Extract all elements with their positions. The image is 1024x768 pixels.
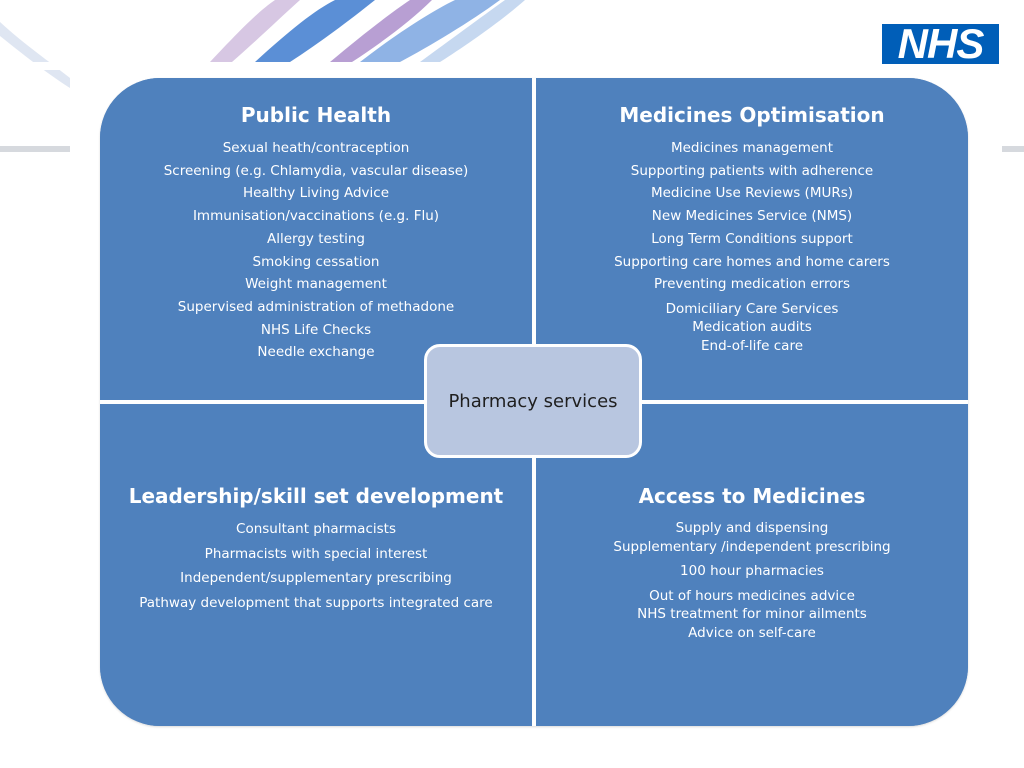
list-item: Domiciliary Care Services xyxy=(665,300,839,317)
list-item: End-of-life care xyxy=(700,337,804,354)
list-item: Screening (e.g. Chlamydia, vascular dise… xyxy=(163,162,469,179)
list-item: Supply and dispensing xyxy=(675,520,829,536)
list-item: Allergy testing xyxy=(266,230,365,247)
list-item: Immunisation/vaccinations (e.g. Flu) xyxy=(192,208,440,225)
list-item: Preventing medication errors xyxy=(653,276,851,293)
center-node-pharmacy-services: Pharmacy services xyxy=(424,344,642,458)
list-item: Needle exchange xyxy=(257,344,375,361)
list-item: New Medicines Service (NMS) xyxy=(651,208,853,225)
list-item: NHS Life Checks xyxy=(260,321,372,338)
quadrant-title: Medicines Optimisation xyxy=(619,103,885,127)
quadrant-list: Consultant pharmacists Pharmacists with … xyxy=(100,517,532,615)
quadrant-title: Public Health xyxy=(240,103,392,127)
list-item: Consultant pharmacists xyxy=(236,521,396,537)
nhs-logo: NHS xyxy=(882,24,999,64)
list-item: Medicine Use Reviews (MURs) xyxy=(650,185,854,202)
list-item: Supplementary /independent prescribing xyxy=(613,538,891,555)
list-item: Long Term Conditions support xyxy=(651,230,853,247)
list-item: Supporting care homes and home carers xyxy=(614,253,890,270)
list-item: Medicines management xyxy=(670,140,834,156)
quadrant-list: Supply and dispensing Supplementary /ind… xyxy=(536,519,968,642)
quadrant-list: Medicines management Supporting patients… xyxy=(536,137,968,355)
list-item: Supporting patients with adherence xyxy=(630,162,874,179)
center-label: Pharmacy services xyxy=(448,390,618,412)
quadrant-list: Sexual heath/contraception Screening (e.… xyxy=(100,137,532,364)
list-item: Medication audits xyxy=(692,319,812,336)
list-item: 100 hour pharmacies xyxy=(680,563,824,579)
list-item: Pathway development that supports integr… xyxy=(139,594,493,611)
quadrant-title: Access to Medicines xyxy=(638,484,866,508)
list-item: Out of hours medicines advice xyxy=(649,587,855,604)
list-item: Smoking cessation xyxy=(252,253,380,270)
header-swoosh-decoration xyxy=(0,0,1024,152)
list-item: Healthy Living Advice xyxy=(242,185,390,202)
list-item: Weight management xyxy=(245,276,387,293)
list-item: Independent/supplementary prescribing xyxy=(180,570,452,586)
list-item: Sexual heath/contraception xyxy=(222,140,410,156)
list-item: Advice on self-care xyxy=(688,624,816,641)
list-item: Pharmacists with special interest xyxy=(204,545,428,562)
quadrant-title: Leadership/skill set development xyxy=(128,484,504,508)
list-item: Supervised administration of methadone xyxy=(177,298,455,315)
list-item: NHS treatment for minor ailments xyxy=(637,606,867,622)
